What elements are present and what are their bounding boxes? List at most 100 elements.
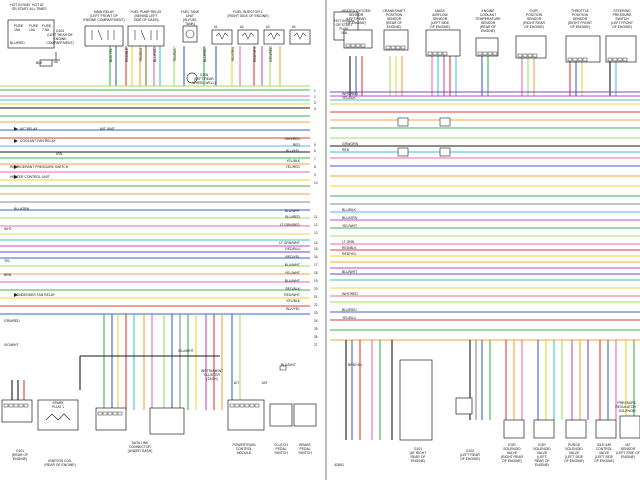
ground-label: G102 xyxy=(466,449,474,453)
injector-label: #3 xyxy=(266,25,270,29)
wire-label: BLU/BLK xyxy=(342,208,357,212)
component-label: FUEL INJECTOR 1 xyxy=(233,10,262,14)
pin-number: 21 xyxy=(314,295,318,299)
fuse-label: FUSE xyxy=(29,24,39,28)
component-label: SOLENOID xyxy=(618,409,636,413)
wire-label: RED/YEL xyxy=(285,255,300,259)
component-label: (LEFT REAR xyxy=(346,17,366,21)
component-label: POSITION xyxy=(526,13,543,17)
component-label: PRESSURE xyxy=(613,13,632,17)
component-label: OF ENGINE) xyxy=(612,25,632,29)
component-label: SOLENOID xyxy=(565,447,583,451)
component-label: CLUTCH xyxy=(274,443,288,447)
connector-pin xyxy=(437,51,443,56)
wires-layer xyxy=(0,46,640,440)
pin-number: 5 xyxy=(314,143,316,147)
component-label: (REAR OF xyxy=(386,21,402,25)
ground-label: (AT RIGHT xyxy=(410,451,427,455)
component-label: VALVE xyxy=(569,451,580,455)
component-label: REAR OF xyxy=(534,459,549,463)
connector-pin xyxy=(442,51,448,56)
component-label: CONTROL xyxy=(596,447,613,451)
wire-label: RED/WHT xyxy=(253,46,257,62)
wire-label: RED xyxy=(342,148,350,152)
component-label: SENSOR xyxy=(387,17,402,21)
wire-label: YEL/BLU xyxy=(139,48,143,62)
component-label: OF ENGINE) xyxy=(570,25,590,29)
main-relay-box xyxy=(84,25,124,47)
wire-label: LT GRN/WHT xyxy=(279,241,300,245)
sensor-box xyxy=(565,35,601,63)
wire-label: YEL/BLU xyxy=(342,316,356,320)
wire-label: M/T xyxy=(262,381,268,385)
component-label: SOLENOID xyxy=(533,447,551,451)
component-label: (BEHIND LEFT xyxy=(134,14,157,18)
fuse-label: HOT IN RUN xyxy=(334,19,354,23)
pin-number: 23 xyxy=(314,311,318,315)
connector-pin xyxy=(112,411,118,416)
wire-label: RED xyxy=(293,143,301,147)
component-label: OF ENGINE) xyxy=(502,459,522,463)
component-label: PEDAL xyxy=(275,447,286,451)
component-label: CRANKSHAFT xyxy=(383,9,406,13)
relay-icon xyxy=(439,147,451,157)
injector-coil xyxy=(241,32,255,40)
pin-number: 22 xyxy=(314,303,318,307)
component-label: COOLANT FAN RELAY xyxy=(20,139,56,143)
ground-label: G101 xyxy=(16,449,24,453)
connector-pin xyxy=(527,53,533,58)
relay-contacts xyxy=(134,29,158,41)
component-label: (REAR OF xyxy=(480,25,496,29)
connector-pin xyxy=(617,57,623,62)
pin-number: 15 xyxy=(314,247,318,251)
injector-box xyxy=(237,29,259,45)
splice-box xyxy=(39,59,53,67)
connector-pin xyxy=(572,57,578,62)
wire-label: BLU/WHT xyxy=(178,349,193,353)
ground-label: (LEFT REAR xyxy=(460,453,480,457)
component-label: REFRIGERANT PRESSURE SWITCH xyxy=(10,165,69,169)
wire-label: YEL/WHT xyxy=(342,224,357,228)
pin-number: 26 xyxy=(314,335,318,339)
component-label: MODULE xyxy=(237,451,252,455)
wire-label: WHT xyxy=(4,227,12,231)
component-label: DATA LINK xyxy=(132,441,150,445)
component-label: OF ENGINE) xyxy=(524,25,544,29)
fuse-label: 7.5A xyxy=(42,28,50,32)
component-label: IDLE AIR xyxy=(597,443,611,447)
spark-plug-box xyxy=(37,399,79,431)
component-label: SENSOR xyxy=(349,13,364,17)
pin-number: 10 xyxy=(314,181,318,185)
injector-box xyxy=(211,29,233,45)
component-label: POWERTRAIN xyxy=(233,443,256,447)
solenoid-box xyxy=(619,415,640,439)
component-label: SENSOR xyxy=(573,17,588,21)
wire-label: YEL/GRN xyxy=(231,47,235,62)
sensor-box xyxy=(515,35,547,59)
component-label: (RIGHT REAR xyxy=(523,21,546,25)
component-label: SENSOR xyxy=(621,447,636,451)
component-label: (UNDER DASH) xyxy=(128,449,153,453)
injector-label: #4 xyxy=(292,25,296,29)
injector-box xyxy=(289,29,311,45)
connector-pin xyxy=(522,53,528,58)
ground-label: ENGINE xyxy=(54,37,68,41)
pin-number: 24 xyxy=(314,319,318,323)
component-label: (LEFT SIDE xyxy=(565,455,584,459)
component-label: OF ENGINE) xyxy=(346,21,366,25)
data-link-box xyxy=(95,407,127,431)
connector-pin xyxy=(18,403,24,408)
ground-label: REAR OF xyxy=(410,455,425,459)
ground-label: (REAR OF xyxy=(12,453,28,457)
relay-icon xyxy=(397,117,409,127)
pin-number: 17 xyxy=(314,263,318,267)
connector-pin xyxy=(117,411,123,416)
fuse-label: OR START xyxy=(12,7,29,11)
wire-label: BLU/GRN xyxy=(342,216,358,220)
component-label: SWITCH xyxy=(298,451,312,455)
connector-pin xyxy=(427,51,433,56)
component-label: SENSOR xyxy=(433,17,448,21)
ground-label: OF ENGINE) xyxy=(460,457,480,461)
ground-label: ENGINE) xyxy=(411,459,425,463)
pin-number: 8 xyxy=(314,165,316,169)
